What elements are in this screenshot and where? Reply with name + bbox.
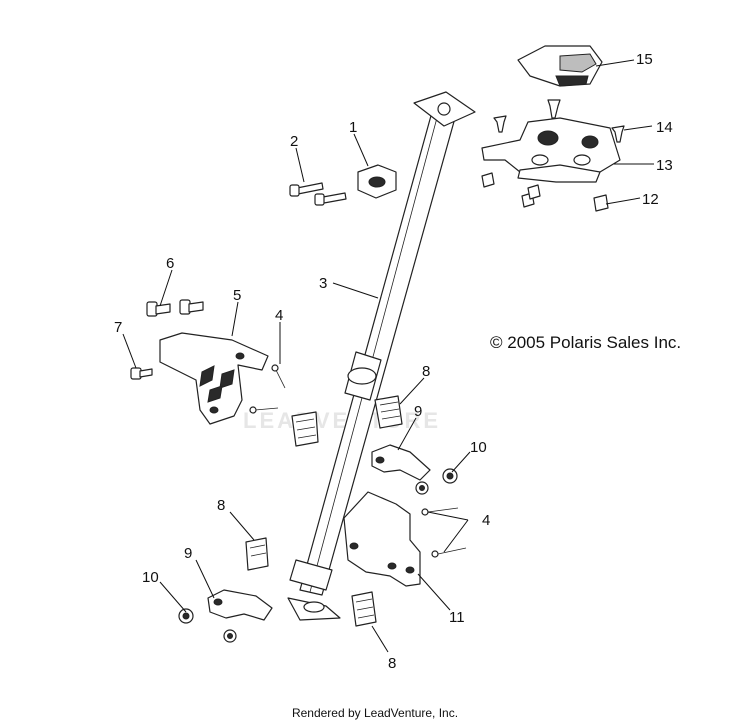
callout-2: 2 [290, 133, 298, 150]
callout-13: 13 [656, 157, 673, 174]
callout-10-upper: 10 [470, 439, 487, 456]
footer-credit: Rendered by LeadVenture, Inc. [291, 706, 459, 720]
steering-column-tube [287, 91, 476, 621]
callout-6: 6 [166, 255, 174, 272]
callout-3: 3 [319, 275, 327, 292]
bolt-part-7 [130, 367, 153, 380]
steering-clamp-block [357, 164, 397, 199]
callout-9-upper: 9 [414, 403, 422, 420]
callout-11: 11 [449, 609, 465, 626]
callout-10-lower: 10 [142, 569, 159, 586]
steering-head-cover [517, 45, 603, 87]
bushing-part-8-left [291, 411, 319, 447]
callout-4-lower: 4 [482, 512, 490, 529]
steering-head-bracket [481, 117, 621, 183]
callout-9-lower: 9 [184, 545, 192, 562]
nuts-part-12 [481, 172, 609, 212]
callout-7: 7 [114, 319, 122, 336]
callout-5: 5 [233, 287, 241, 304]
copyright-text: © 2005 Polaris Sales Inc. [490, 333, 682, 352]
pins-part-4 [249, 364, 467, 558]
clamp-part-9-upper [371, 444, 431, 481]
bushing-part-8-upper [374, 395, 403, 429]
bushing-part-8-lower-left [245, 537, 269, 571]
callout-labels: 1 2 3 4 4 5 6 7 8 8 8 9 9 10 10 11 12 13… [114, 51, 673, 672]
bolts-part-6 [146, 299, 204, 317]
callout-8-bottom: 8 [388, 655, 396, 672]
callout-15: 15 [636, 51, 653, 68]
mounting-bracket-part-5 [159, 332, 269, 425]
callout-8-left: 8 [217, 497, 225, 514]
screws-top [493, 99, 625, 143]
mounting-bracket-part-11 [343, 491, 421, 587]
callout-8-upper: 8 [422, 363, 430, 380]
leadventure-watermark: LEADVENTURE [243, 408, 442, 433]
bushing-part-8-bottom [351, 591, 377, 627]
nut-part-10-upper [415, 468, 458, 495]
callout-14: 14 [656, 119, 673, 136]
clamp-part-9-lower [207, 589, 273, 621]
bolts-part-2 [289, 182, 347, 206]
callout-4-upper: 4 [275, 307, 283, 324]
nut-part-10-lower [178, 608, 237, 643]
callout-1: 1 [349, 119, 357, 136]
leader-lines [122, 59, 654, 653]
callout-12: 12 [642, 191, 659, 208]
